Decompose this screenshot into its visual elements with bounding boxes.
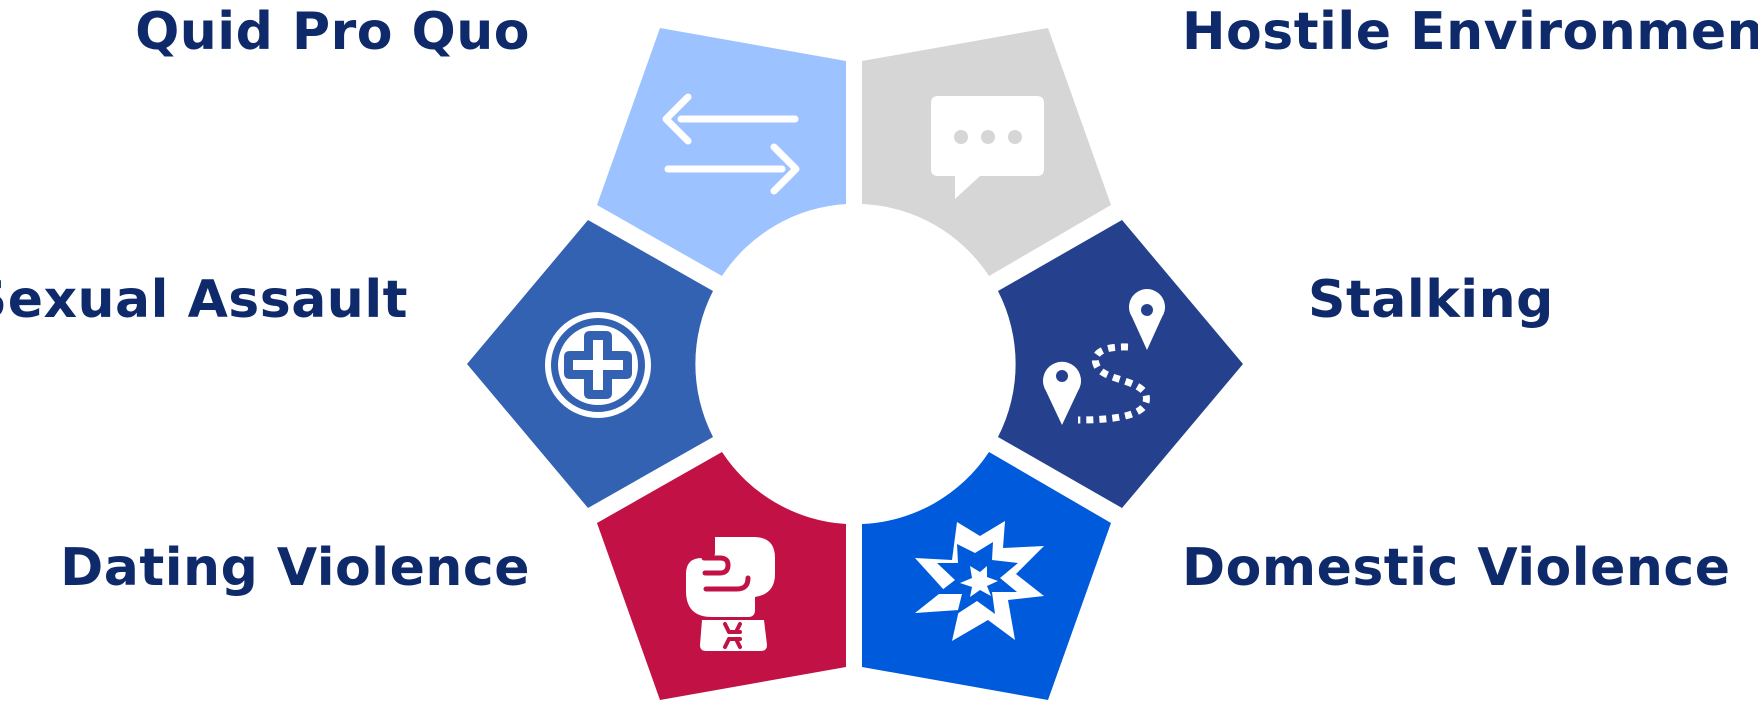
segment-quid-pro-quo (597, 28, 846, 276)
boxing-glove-icon (686, 537, 775, 651)
location-path-icon (1043, 289, 1165, 425)
segment-domestic-violence (862, 452, 1111, 700)
segment-stalking (998, 220, 1243, 508)
explosion-icon (915, 521, 1044, 641)
segment-sexual-assault (467, 220, 713, 508)
speech-bubble-icon (931, 96, 1044, 199)
segment-quid-pro-quo-shape (597, 28, 846, 276)
medical-cross-icon (545, 312, 651, 418)
label-stalking: Stalking (1308, 270, 1554, 330)
label-domestic-violence: Domestic Violence (1182, 538, 1731, 598)
segment-hostile-environment (862, 28, 1111, 276)
exchange-arrows-icon (662, 93, 800, 195)
label-hostile-environment: Hostile Environment (1182, 2, 1758, 62)
segment-dating-violence (597, 452, 846, 700)
label-quid-pro-quo: Quid Pro Quo (135, 2, 530, 62)
label-dating-violence: Dating Violence (60, 538, 530, 598)
label-sexual-assault: Sexual Assault (0, 270, 408, 330)
segment-stalking-shape (998, 220, 1243, 508)
